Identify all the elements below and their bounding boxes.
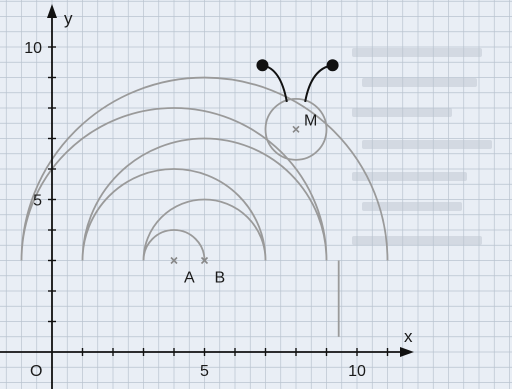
faint-print-through [362, 202, 462, 211]
point-marker-b [200, 256, 209, 265]
faint-background-text [352, 48, 492, 245]
point-label-a: A [184, 270, 195, 287]
y-axis-arrow [47, 4, 57, 18]
axes [0, 4, 414, 389]
point-label-m: M [304, 112, 317, 129]
right-antenna-tip [326, 59, 339, 72]
right-antenna [304, 64, 333, 103]
y-tick-label-5: 5 [33, 193, 42, 210]
head-circle [264, 97, 328, 161]
x-tick-label-5: 5 [200, 363, 209, 380]
point-marker-a [170, 256, 178, 265]
y-axis-label: y [64, 9, 73, 28]
x-axis-arrow [400, 347, 414, 357]
faint-print-through [362, 140, 492, 149]
snail-figure [20, 59, 389, 337]
origin-label: O [30, 363, 42, 380]
faint-print-through [352, 236, 482, 245]
y-tick-label-10: 10 [24, 40, 42, 57]
point-label-b: B [215, 270, 226, 287]
x-axis-label: x [404, 327, 413, 346]
point-marker-m [292, 125, 300, 133]
faint-print-through [352, 172, 467, 181]
faint-print-through [352, 108, 452, 117]
x-tick-label-10: 10 [348, 363, 366, 380]
spiral-shell [20, 76, 389, 261]
left-antenna [262, 64, 288, 103]
left-antenna-tip [256, 59, 269, 72]
faint-print-through [352, 48, 482, 57]
faint-print-through [362, 78, 477, 87]
